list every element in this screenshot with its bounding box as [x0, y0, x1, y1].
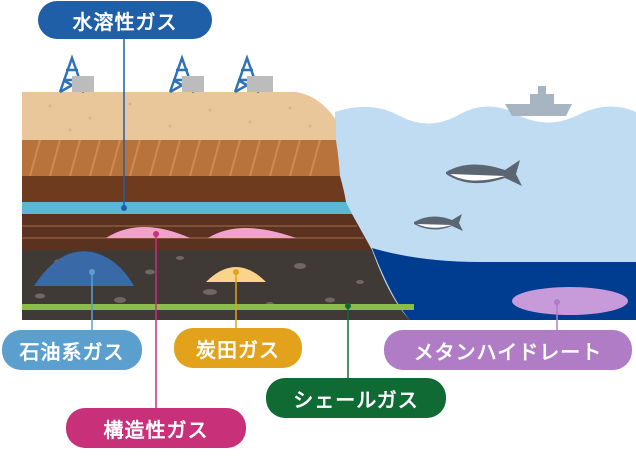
methane-hydrate-deposit	[512, 287, 628, 315]
soil-layer	[22, 176, 346, 202]
structural-layer	[22, 214, 372, 250]
striped-layer	[22, 140, 340, 176]
structural-gas-deposit-2	[208, 228, 296, 238]
label-coal-gas: 炭田ガス	[174, 328, 302, 368]
oil-gas-deposit	[34, 251, 134, 286]
sand-layer	[22, 92, 336, 140]
drilling-rig-icon	[233, 54, 273, 94]
aquifer-layer	[22, 202, 352, 214]
sand-texture	[48, 102, 312, 132]
fish-icon	[446, 160, 522, 186]
label-oil-associated-gas: 石油系ガス	[2, 330, 142, 370]
striped-texture	[29, 139, 321, 177]
ship-icon	[505, 86, 572, 116]
drilling-rig-icon	[168, 54, 204, 94]
label-water-soluble-gas: 水溶性ガス	[38, 1, 212, 39]
label-shale-gas: シェールガス	[266, 378, 446, 418]
label-methane-hydrate: メタンハイドレート	[384, 330, 632, 370]
fish-icon	[414, 214, 463, 231]
drilling-rig-icon	[58, 54, 94, 94]
structural-gas-deposit-1	[106, 227, 190, 238]
label-structural-gas: 構造性ガス	[66, 408, 246, 448]
leader-lines	[89, 36, 560, 410]
shale-layer	[22, 304, 414, 310]
